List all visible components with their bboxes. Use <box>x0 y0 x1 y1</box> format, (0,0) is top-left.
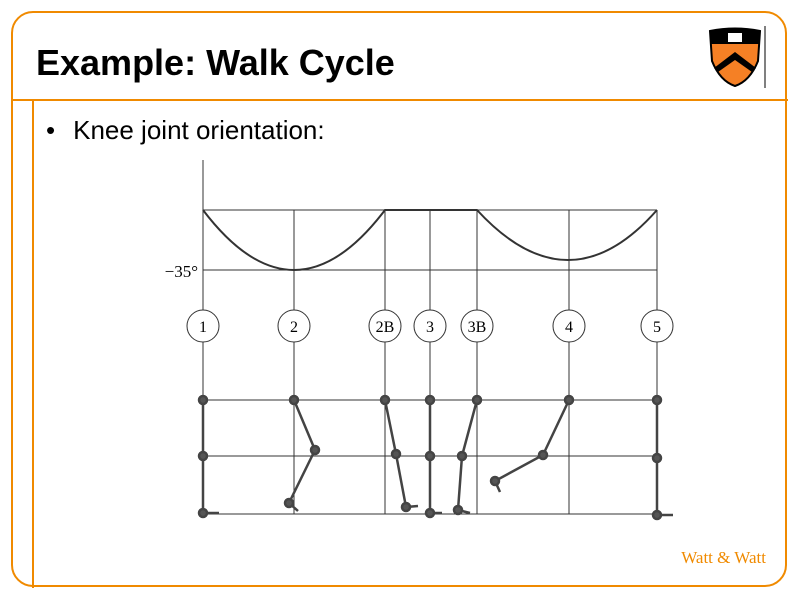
bullet-item: • Knee joint orientation: <box>46 115 325 146</box>
leg-pose-3b <box>452 394 483 516</box>
phase-marker-2b: 2B <box>368 309 402 343</box>
princeton-shield-logo <box>708 26 766 88</box>
bullet-dot-icon: • <box>46 115 56 145</box>
svg-text:3: 3 <box>426 319 434 336</box>
phase-marker-3b: 3B <box>460 309 494 343</box>
bullet-text: Knee joint orientation: <box>73 115 325 145</box>
slide-frame <box>11 11 787 587</box>
svg-text:2: 2 <box>290 319 298 336</box>
leg-pose-3 <box>424 394 442 519</box>
source-credit: Watt & Watt <box>681 548 766 567</box>
phase-marker-3: 3 <box>413 309 447 343</box>
left-divider <box>32 100 34 588</box>
phase-marker-2: 2 <box>277 309 311 343</box>
svg-text:2B: 2B <box>376 319 395 336</box>
knee-angle-curve <box>202 209 658 271</box>
svg-text:5: 5 <box>653 319 661 336</box>
leg-pose-5 <box>651 394 673 521</box>
title-divider <box>12 99 788 101</box>
angle-label: −35° <box>165 262 198 281</box>
leg-pose-2 <box>283 394 321 512</box>
phase-marker-4: 4 <box>552 309 586 343</box>
phase-marker-1: 1 <box>186 309 220 343</box>
svg-text:3B: 3B <box>468 319 487 336</box>
leg-pose-1 <box>197 394 219 519</box>
svg-text:1: 1 <box>199 319 207 336</box>
svg-text:4: 4 <box>565 319 573 336</box>
phase-marker-5: 5 <box>640 309 674 343</box>
leg-pose-4 <box>489 394 575 493</box>
leg-pose-2b <box>379 394 419 513</box>
slide-title: Example: Walk Cycle <box>36 42 395 83</box>
